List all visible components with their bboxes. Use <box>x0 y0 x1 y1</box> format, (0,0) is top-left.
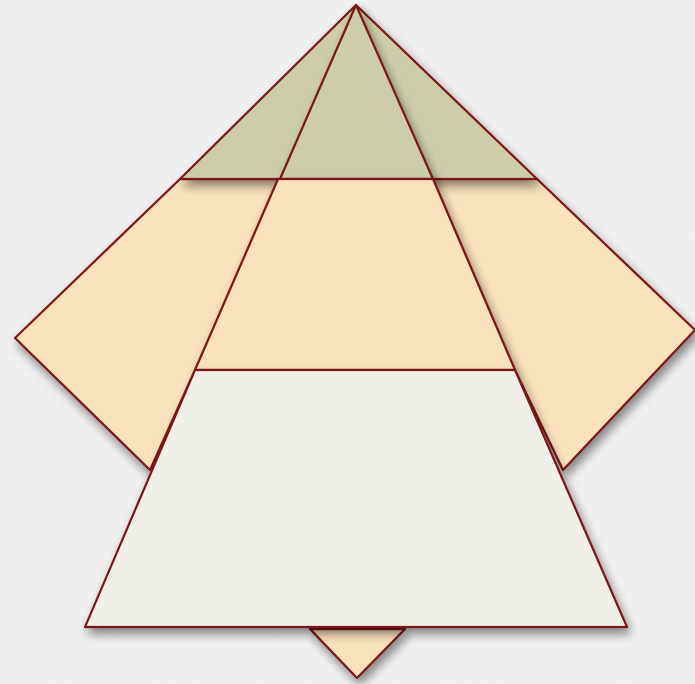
diagram-canvas <box>0 0 695 684</box>
pyramid-diagram <box>0 0 695 684</box>
